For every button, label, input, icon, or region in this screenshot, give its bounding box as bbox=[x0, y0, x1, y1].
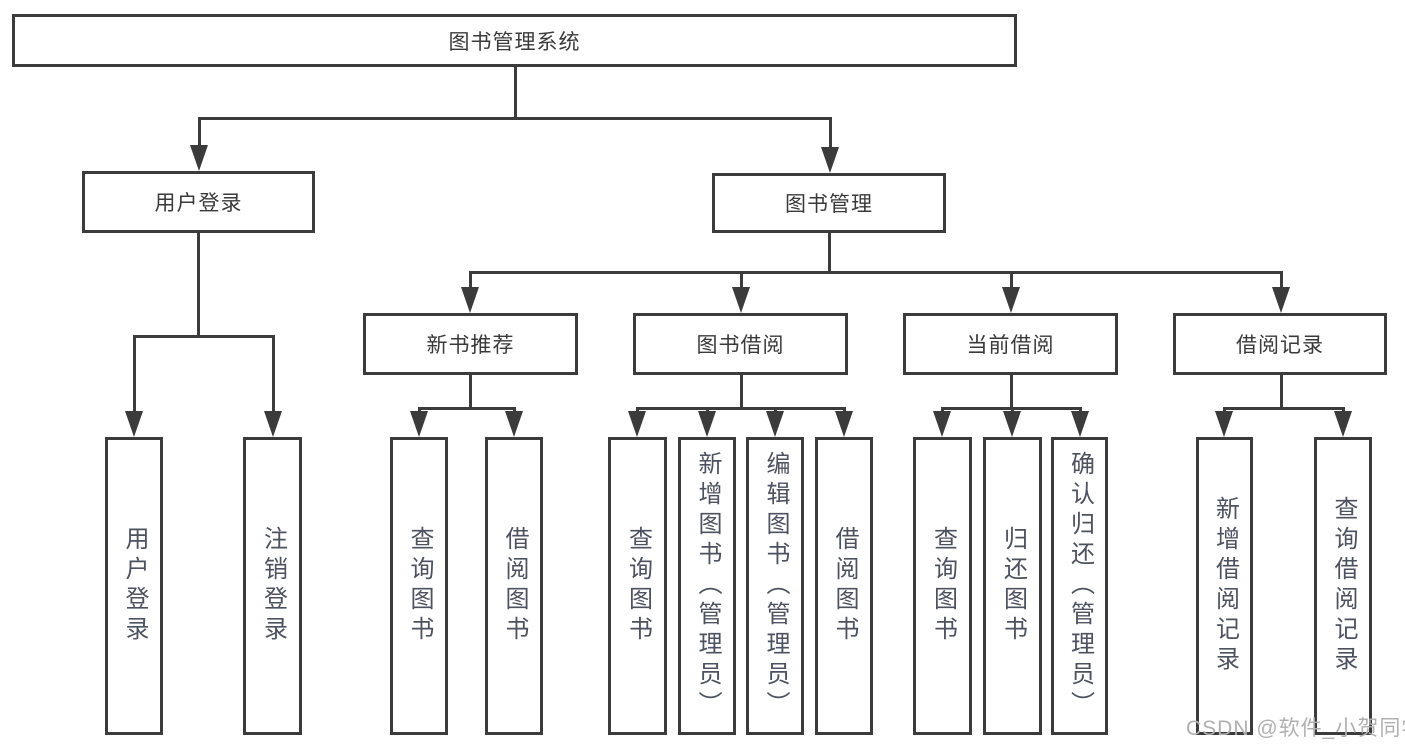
node-label: 编辑图书（管理员） bbox=[762, 451, 789, 721]
connector-line bbox=[1010, 374, 1013, 410]
connector-line bbox=[740, 374, 743, 410]
arrow-down-icon bbox=[190, 145, 208, 171]
node-label: 注销登录 bbox=[259, 526, 287, 646]
connector-line bbox=[272, 335, 275, 413]
leaf-logout: 注销登录 bbox=[243, 437, 302, 735]
leaf-query-books: 查询图书 bbox=[390, 437, 448, 735]
connector-line bbox=[1223, 407, 1344, 410]
leaf-user-login: 用户登录 bbox=[105, 437, 163, 735]
connector-line bbox=[198, 117, 201, 149]
connector-line bbox=[469, 271, 472, 289]
arrow-down-icon bbox=[732, 287, 750, 313]
node-label: 确认归还（管理员） bbox=[1066, 451, 1094, 721]
leaf-query-borrow-record: 查询借阅记录 bbox=[1314, 437, 1372, 735]
node-label: 借阅图书 bbox=[831, 526, 858, 646]
arrow-down-icon bbox=[933, 411, 951, 437]
node-label: 新增图书（管理员） bbox=[694, 451, 721, 721]
node-library-system: 图书管理系统 bbox=[12, 14, 1017, 67]
leaf-confirm-return-admin: 确认归还（管理员） bbox=[1051, 437, 1108, 735]
node-label: 用户登录 bbox=[121, 526, 148, 646]
node-label: 归还图书 bbox=[999, 526, 1027, 646]
arrow-down-icon bbox=[461, 287, 479, 313]
arrow-down-icon bbox=[1071, 411, 1089, 437]
arrow-down-icon bbox=[821, 147, 839, 173]
arrow-down-icon bbox=[410, 411, 428, 437]
csdn-watermark: CSDN @软件_小贺同学 bbox=[1186, 717, 1405, 740]
node-label: 借阅记录 bbox=[1236, 334, 1324, 357]
node-label: 借阅图书 bbox=[501, 526, 528, 646]
connector-line bbox=[133, 335, 274, 338]
connector-line bbox=[469, 374, 472, 410]
arrow-down-icon bbox=[628, 411, 646, 437]
connector-line bbox=[1010, 271, 1013, 289]
arrow-down-icon bbox=[1334, 411, 1352, 437]
node-label: 查询图书 bbox=[929, 526, 957, 646]
node-book-borrowing: 图书借阅 bbox=[633, 313, 848, 375]
node-label: 用户登录 bbox=[154, 192, 243, 215]
leaf-query-books: 查询图书 bbox=[913, 437, 972, 735]
node-label: 查询图书 bbox=[406, 526, 433, 646]
node-label: 查询借阅记录 bbox=[1330, 496, 1357, 676]
node-new-book-recommendation: 新书推荐 bbox=[363, 313, 578, 375]
connector-line bbox=[740, 271, 743, 289]
arrow-down-icon bbox=[835, 411, 853, 437]
node-label: 图书管理系统 bbox=[448, 30, 581, 54]
node-book-management: 图书管理 bbox=[712, 173, 946, 233]
node-label: 新增借阅记录 bbox=[1211, 496, 1239, 676]
arrow-down-icon bbox=[1003, 411, 1021, 437]
connector-line bbox=[418, 407, 516, 410]
arrow-down-icon bbox=[1215, 411, 1233, 437]
arrow-down-icon bbox=[125, 411, 143, 437]
connector-line bbox=[828, 232, 831, 273]
connector-line bbox=[469, 271, 1282, 274]
leaf-add-book-admin: 新增图书（管理员） bbox=[678, 437, 736, 735]
node-label: 当前借阅 bbox=[966, 334, 1055, 357]
arrow-down-icon bbox=[698, 411, 716, 437]
node-user-login: 用户登录 bbox=[82, 171, 315, 233]
leaf-edit-book-admin: 编辑图书（管理员） bbox=[746, 437, 804, 735]
leaf-borrow-books: 借阅图书 bbox=[815, 437, 873, 735]
node-borrowing-records: 借阅记录 bbox=[1173, 313, 1387, 375]
arrow-down-icon bbox=[505, 411, 523, 437]
arrow-down-icon bbox=[1002, 287, 1020, 313]
node-label: 图书借阅 bbox=[696, 334, 785, 357]
leaf-borrow-books: 借阅图书 bbox=[485, 437, 543, 735]
leaf-add-borrow-record: 新增借阅记录 bbox=[1196, 437, 1253, 735]
arrow-down-icon bbox=[1272, 287, 1290, 313]
connector-line bbox=[133, 335, 136, 413]
connector-line bbox=[197, 232, 200, 337]
leaf-return-books: 归还图书 bbox=[983, 437, 1042, 735]
connector-line bbox=[1280, 374, 1283, 410]
connector-line bbox=[1280, 271, 1283, 289]
node-current-borrowing: 当前借阅 bbox=[903, 313, 1118, 375]
connector-line bbox=[636, 407, 845, 410]
connector-line bbox=[514, 67, 517, 119]
node-label: 查询图书 bbox=[624, 526, 652, 646]
connector-line bbox=[198, 117, 831, 120]
connector-line bbox=[829, 117, 832, 151]
node-label: 新书推荐 bbox=[426, 334, 515, 357]
leaf-query-books: 查询图书 bbox=[608, 437, 667, 735]
arrow-down-icon bbox=[264, 411, 282, 437]
arrow-down-icon bbox=[766, 411, 784, 437]
node-label: 图书管理 bbox=[785, 193, 873, 216]
